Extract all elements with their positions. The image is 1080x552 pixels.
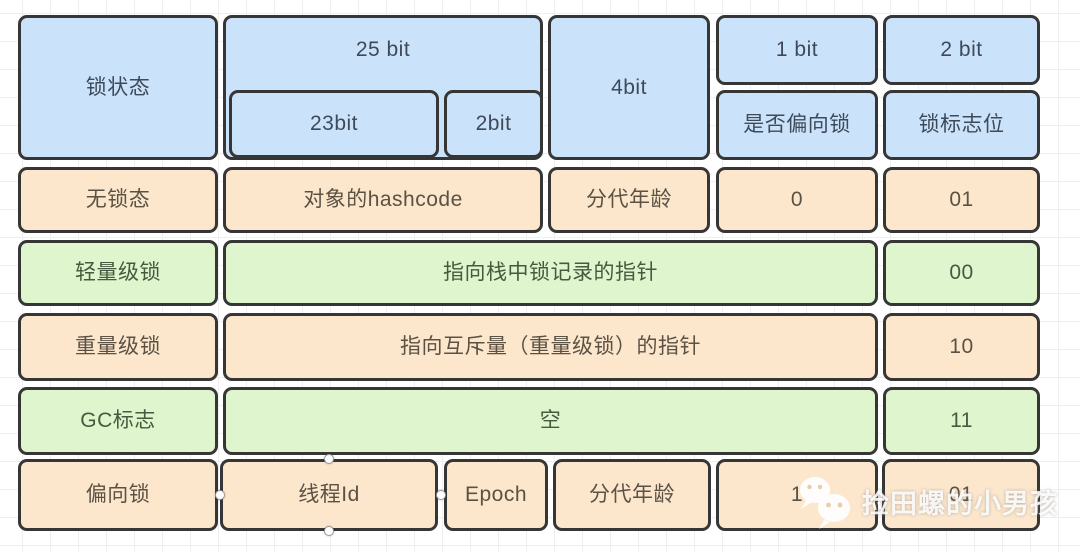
cell-lightweight-content[interactable]: 指向栈中锁记录的指针: [223, 240, 878, 306]
is-biased-label: 是否偏向锁: [743, 113, 851, 137]
cell-4bit-header[interactable]: 4bit: [548, 15, 710, 160]
cell-biased-gen-age[interactable]: 分代年龄: [553, 459, 711, 531]
cell-lightweight-label[interactable]: 轻量级锁: [18, 240, 218, 306]
no-lock-hashcode: 对象的hashcode: [303, 188, 463, 212]
biased-flag: 01: [948, 483, 974, 507]
cell-no-lock-gen-age[interactable]: 分代年龄: [548, 167, 710, 233]
cell-biased-label[interactable]: 偏向锁: [18, 459, 218, 531]
no-lock-flag: 01: [949, 188, 974, 212]
cell-gc-mark-label[interactable]: GC标志: [18, 387, 218, 455]
cell-no-lock-hashcode[interactable]: 对象的hashcode: [223, 167, 543, 233]
cell-gc-mark-flag[interactable]: 11: [883, 387, 1040, 455]
cell-biased-epoch[interactable]: Epoch: [444, 459, 548, 531]
lock-flag-label: 锁标志位: [918, 113, 1005, 137]
gc-mark-content: 空: [539, 409, 562, 433]
cell-1bit-header[interactable]: 1 bit: [716, 15, 878, 85]
bits23-label: 23bit: [309, 112, 359, 136]
bits25-label: 25 bit: [355, 38, 411, 61]
biased-epoch: Epoch: [464, 483, 528, 507]
bits1-label: 1 bit: [775, 38, 819, 62]
cell-no-lock-flag[interactable]: 01: [883, 167, 1040, 233]
bits4-label: 4bit: [611, 75, 647, 99]
cell-lock-state-header[interactable]: 锁状态: [18, 15, 218, 160]
cell-no-lock-label[interactable]: 无锁态: [18, 167, 218, 233]
cell-no-lock-bias[interactable]: 0: [716, 167, 878, 233]
heavyweight-label: 重量级锁: [75, 335, 161, 359]
lightweight-label: 轻量级锁: [75, 261, 161, 285]
bits2-label: 2 bit: [940, 38, 983, 62]
lightweight-content: 指向栈中锁记录的指针: [443, 261, 658, 285]
selection-handle-bottom[interactable]: [324, 526, 334, 536]
cell-2bit-sub-header[interactable]: 2bit: [444, 90, 543, 158]
cell-heavyweight-flag[interactable]: 10: [883, 313, 1040, 381]
cell-2bit-header[interactable]: 2 bit: [883, 15, 1040, 85]
no-lock-bias: 0: [790, 188, 804, 212]
cell-biased-bias[interactable]: 1: [716, 459, 878, 531]
cell-lock-flag-header[interactable]: 锁标志位: [883, 90, 1040, 160]
heavyweight-flag: 10: [949, 335, 974, 359]
no-lock-gen-age: 分代年龄: [586, 188, 672, 212]
selection-handle-top[interactable]: [324, 454, 334, 464]
selection-handle-left[interactable]: [215, 490, 225, 500]
cell-gc-mark-content[interactable]: 空: [223, 387, 878, 455]
cell-23bit-header[interactable]: 23bit: [229, 90, 439, 158]
lightweight-flag: 00: [949, 261, 974, 285]
selection-handle-right[interactable]: [436, 490, 446, 500]
gc-mark-flag: 11: [950, 409, 973, 433]
bits2-sub-label: 2bit: [475, 112, 512, 136]
lock-state-label: 锁状态: [85, 75, 151, 99]
no-lock-label: 无锁态: [85, 188, 151, 212]
biased-gen-age: 分代年龄: [589, 483, 675, 507]
cell-is-biased-header[interactable]: 是否偏向锁: [716, 90, 878, 160]
cell-heavyweight-content[interactable]: 指向互斥量（重量级锁）的指针: [223, 313, 878, 381]
biased-thread-id: 线程Id: [298, 483, 360, 507]
biased-bias: 1: [790, 483, 804, 507]
cell-biased-thread-id[interactable]: 线程Id: [220, 459, 438, 531]
cell-biased-flag[interactable]: 01: [882, 459, 1040, 531]
biased-label: 偏向锁: [85, 483, 151, 507]
cell-lightweight-flag[interactable]: 00: [883, 240, 1040, 306]
gc-mark-label: GC标志: [80, 409, 156, 433]
cell-heavyweight-label[interactable]: 重量级锁: [18, 313, 218, 381]
heavyweight-content: 指向互斥量（重量级锁）的指针: [400, 335, 701, 359]
